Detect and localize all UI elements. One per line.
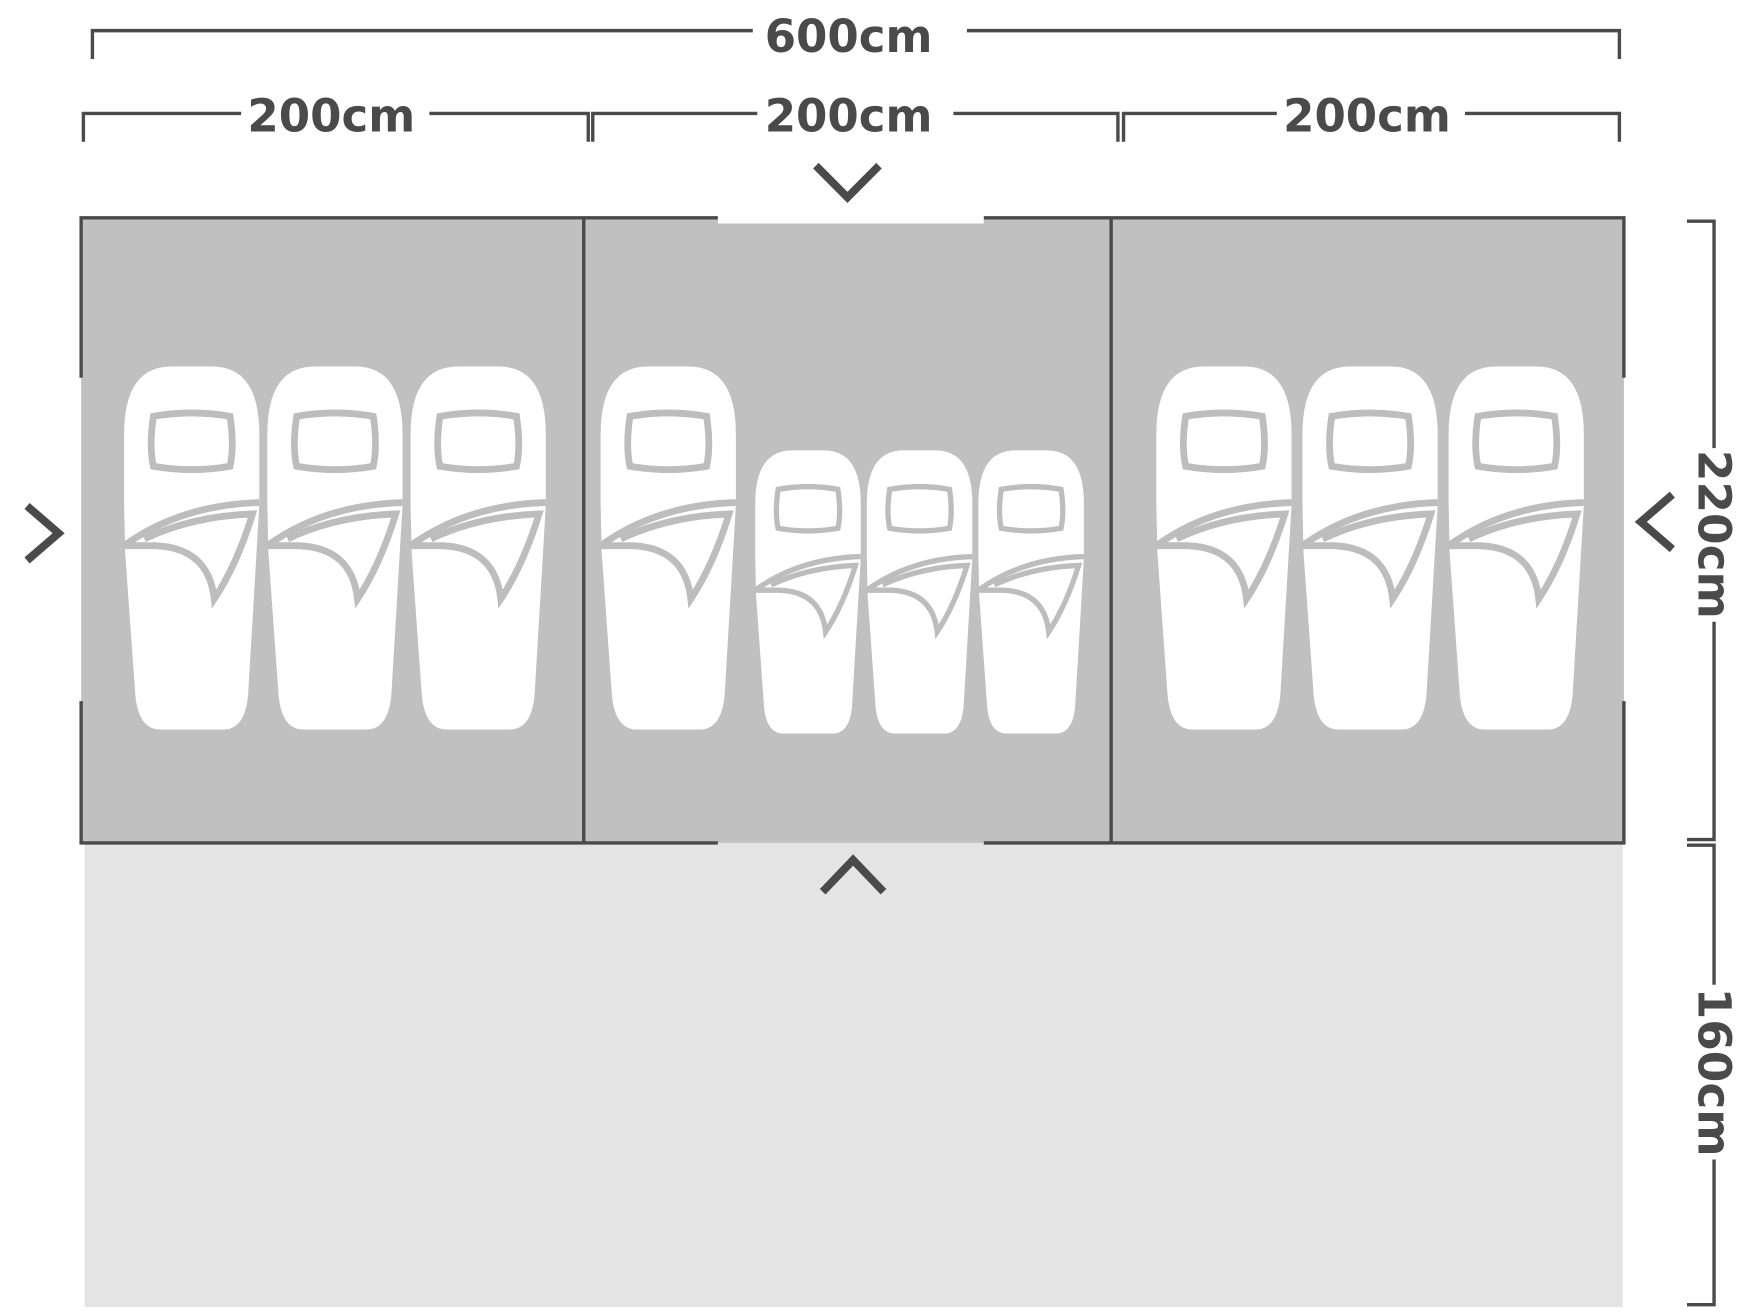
entrance-right-chevron-icon: [1634, 491, 1675, 553]
room-width-label: 200cm: [765, 89, 933, 142]
sleeping-bag-icon: [122, 366, 260, 730]
entrance-bottom-chevron-icon: [819, 854, 887, 895]
sleeping-bag-icon: [265, 366, 403, 730]
sleeping-bag-icon: [1300, 366, 1438, 730]
dimension-lines: [81, 28, 1716, 1307]
sleeping-bag-icon: [976, 450, 1084, 734]
sleeping-bag-icon: [408, 366, 546, 730]
sleeping-bag-icon: [1446, 366, 1584, 730]
entrance-top-chevron-icon: [813, 162, 882, 204]
tent-outline: [79, 216, 1626, 845]
awning-area: [84, 842, 1623, 1307]
sleeping-bags: [122, 366, 1584, 734]
sleeping-bag-icon: [865, 450, 973, 734]
entrance-left-chevron-icon: [24, 502, 65, 564]
sleeping-bag-icon: [1154, 366, 1292, 730]
top-door-opening: [717, 211, 984, 224]
sleeping-bag-icon: [753, 450, 861, 734]
awning-depth-label: 160cm: [1687, 988, 1740, 1157]
inner-depth-label: 220cm: [1687, 450, 1740, 619]
room-width-label: 200cm: [247, 89, 415, 142]
room-width-label: 200cm: [1283, 89, 1451, 142]
total-width-line: [90, 28, 753, 59]
sleeping-bag-icon: [598, 366, 736, 730]
total-width-label: 600cm: [765, 10, 933, 63]
